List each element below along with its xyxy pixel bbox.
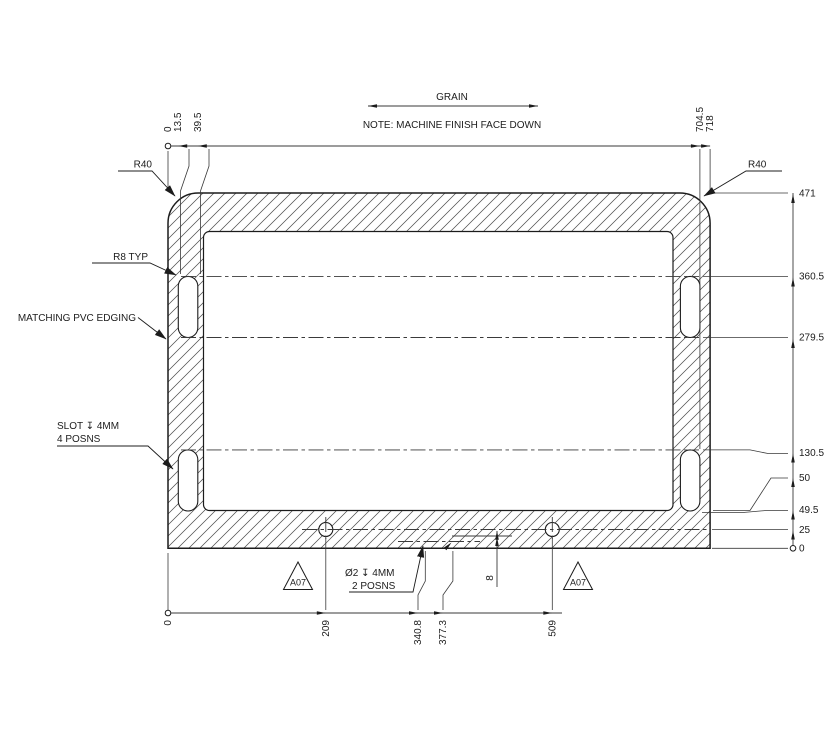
r40-right-label: R40 bbox=[748, 160, 767, 171]
slot-label-line1: SLOT ↧ 4MM bbox=[57, 421, 119, 432]
hole-label-line2: 2 POSNS bbox=[352, 581, 396, 592]
dimension-lines bbox=[168, 105, 794, 614]
dim-bottom-340-8: 340.8 bbox=[413, 620, 424, 645]
r40-left-label: R40 bbox=[134, 160, 153, 171]
dim-bottom-0: 0 bbox=[163, 620, 174, 626]
dim-8-label: 8 bbox=[485, 575, 496, 581]
dim-top-13-5: 13.5 bbox=[173, 112, 184, 132]
r40-right-leader bbox=[703, 170, 782, 197]
dim-right-279-5: 279.5 bbox=[799, 333, 824, 344]
dim-top-0: 0 bbox=[163, 126, 174, 132]
dim-bottom-509: 509 bbox=[547, 620, 558, 637]
hole-label-line1: Ø2 ↧ 4MM bbox=[345, 568, 395, 579]
hole-leader bbox=[349, 545, 425, 593]
slot-left-top bbox=[177, 275, 199, 339]
dim-right-50: 50 bbox=[799, 473, 811, 484]
origin-ticks bbox=[164, 142, 797, 617]
annotation-text: GRAIN NOTE: MACHINE FINISH FACE DOWN 0 1… bbox=[18, 92, 825, 645]
machined-recess bbox=[202, 230, 674, 512]
grain-label: GRAIN bbox=[436, 92, 468, 103]
r8-typ-label: R8 TYP bbox=[113, 252, 148, 263]
arrowheads bbox=[178, 104, 795, 615]
dim-top-704-5: 704.5 bbox=[695, 107, 706, 132]
datum-triangle-left bbox=[282, 560, 314, 590]
dim-bottom-377-3: 377.3 bbox=[438, 620, 449, 645]
slot-right-top bbox=[679, 275, 701, 339]
dim-right-0: 0 bbox=[799, 544, 805, 555]
datum-right-label: A07 bbox=[570, 578, 586, 588]
finish-note: NOTE: MACHINE FINISH FACE DOWN bbox=[363, 120, 541, 131]
pvc-edging-label: MATCHING PVC EDGING bbox=[18, 313, 136, 324]
panel-body bbox=[167, 192, 711, 550]
datum-triangle-right bbox=[562, 560, 594, 590]
slot-right-bottom bbox=[679, 449, 701, 512]
dim-right-25: 25 bbox=[799, 525, 811, 536]
dim-right-130-5: 130.5 bbox=[799, 448, 824, 459]
r40-left-leader bbox=[118, 170, 176, 197]
dim-right-360-5: 360.5 bbox=[799, 272, 824, 283]
dim-right-49-5: 49.5 bbox=[799, 505, 819, 516]
pvc-edging-leader bbox=[137, 317, 167, 340]
r8-leader bbox=[92, 262, 177, 276]
datum-markers bbox=[282, 560, 594, 590]
slot-label-line2: 4 POSNS bbox=[57, 434, 101, 445]
dim-bottom-209: 209 bbox=[321, 620, 332, 637]
slot-left-bottom bbox=[177, 449, 199, 512]
slot-leader bbox=[57, 445, 174, 470]
dim-top-718: 718 bbox=[705, 115, 716, 132]
dim-top-39-5: 39.5 bbox=[193, 112, 204, 132]
center-lines bbox=[181, 275, 710, 542]
datum-left-label: A07 bbox=[290, 578, 306, 588]
dim-right-471: 471 bbox=[799, 189, 816, 200]
leader-lines bbox=[57, 170, 782, 593]
extension-lines bbox=[167, 149, 788, 610]
